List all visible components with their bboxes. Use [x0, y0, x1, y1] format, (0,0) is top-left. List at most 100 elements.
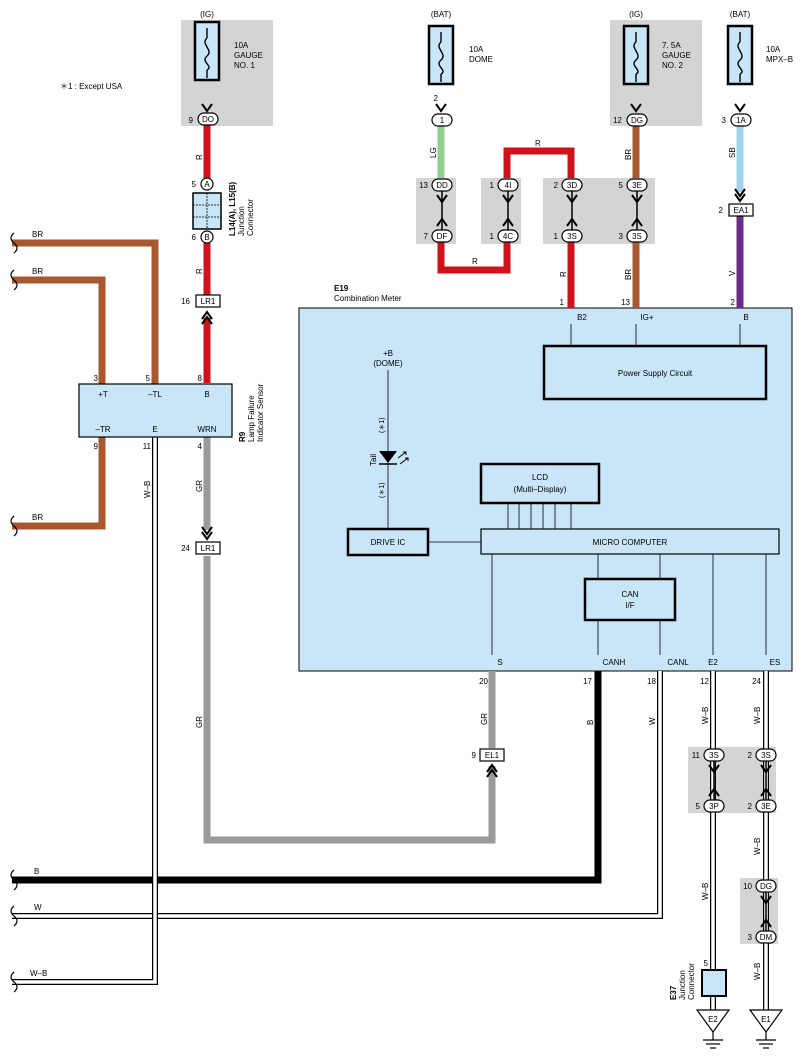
svg-text:DRIVE IC: DRIVE IC — [371, 538, 406, 547]
svg-text:R: R — [535, 139, 541, 148]
svg-text:13: 13 — [621, 298, 630, 307]
junction-connectors — [431, 178, 777, 944]
svg-text:Junction: Junction — [678, 970, 687, 1000]
svg-text:MICRO COMPUTER: MICRO COMPUTER — [593, 538, 668, 547]
svg-text:BR: BR — [32, 513, 43, 522]
svg-text:Connector: Connector — [246, 199, 255, 236]
connector-1 — [431, 113, 453, 127]
svg-text:+T: +T — [98, 390, 108, 399]
svg-text:Combination Meter: Combination Meter — [334, 294, 402, 303]
svg-text:E37: E37 — [669, 985, 678, 1000]
micro-computer — [480, 528, 780, 555]
svg-text:IG+: IG+ — [640, 313, 653, 322]
svg-text:E19: E19 — [334, 284, 349, 293]
fuse-supply-label: (IG) — [200, 10, 214, 19]
svg-text:24: 24 — [181, 544, 190, 553]
svg-text:W–B: W–B — [753, 838, 762, 855]
svg-text:LCD: LCD — [532, 473, 548, 482]
svg-text:(DOME): (DOME) — [373, 359, 403, 368]
fuse-rating: 10A — [234, 41, 249, 50]
svg-text:W–B: W–B — [753, 707, 762, 724]
svg-text:GR: GR — [195, 480, 204, 492]
svg-text:CANH: CANH — [603, 658, 626, 667]
svg-text:2: 2 — [554, 181, 559, 190]
tail-led-icon — [379, 451, 397, 463]
junction-connector-l14: A 5 B 6 L14(A), L15(B) Junction Connecto… — [192, 177, 255, 244]
svg-text:(＊1): (＊1) — [379, 482, 386, 498]
connector-lr1-top: LR1 16 — [181, 294, 221, 325]
fuse-supply-label: (BAT) — [431, 10, 452, 19]
wire-red-dome — [437, 147, 575, 308]
svg-text:W–B: W–B — [701, 707, 710, 724]
svg-text:R: R — [559, 271, 568, 277]
fuse-gauge-no2: (IG) 7. 5A GAUGE NO. 2 12 — [613, 10, 691, 125]
svg-text:2: 2 — [731, 298, 736, 307]
svg-text:24: 24 — [752, 677, 761, 686]
svg-text:BR: BR — [32, 230, 43, 239]
svg-text:6: 6 — [192, 233, 197, 242]
svg-text:+B: +B — [383, 349, 393, 358]
pin-number: 12 — [613, 116, 622, 125]
svg-text:W: W — [34, 903, 42, 912]
wire-brown-r9 — [12, 239, 159, 530]
svg-text:–TR: –TR — [95, 425, 110, 434]
svg-text:A: A — [204, 180, 210, 189]
svg-text:Indicator Sensor: Indicator Sensor — [256, 383, 265, 442]
svg-text:1: 1 — [554, 232, 559, 241]
connector-1a — [730, 113, 752, 127]
fuse-name: GAUGE — [234, 51, 263, 60]
svg-text:LR1: LR1 — [201, 297, 216, 306]
combination-meter: E19 Combination Meter 1 13 2 B2 IG+ B Po… — [334, 284, 780, 686]
svg-text:B: B — [586, 720, 595, 725]
connector-el1: EL1 9 — [472, 748, 505, 778]
svg-text:5: 5 — [192, 180, 197, 189]
svg-text:Junction: Junction — [237, 206, 246, 236]
svg-text:W–B: W–B — [701, 883, 710, 900]
svg-text:DF: DF — [437, 232, 448, 241]
svg-text:E2: E2 — [708, 1015, 718, 1024]
svg-text:4C: 4C — [503, 232, 513, 241]
svg-text:4: 4 — [198, 442, 203, 451]
fuse-rating: 10A — [766, 45, 781, 54]
svg-text:17: 17 — [583, 677, 592, 686]
svg-text:20: 20 — [479, 677, 488, 686]
fuse-supply-label: (BAT) — [730, 10, 751, 19]
svg-text:ES: ES — [770, 658, 781, 667]
fuse-supply-label: (IG) — [629, 10, 643, 19]
svg-text:5: 5 — [146, 374, 151, 383]
fuse-name: GAUGE — [662, 51, 691, 60]
svg-text:W–B: W–B — [753, 963, 762, 980]
fuse-gauge-no1: (IG) 10A GAUGE NO. 1 9 — [189, 10, 263, 125]
svg-text:1: 1 — [490, 232, 495, 241]
svg-text:E: E — [152, 425, 157, 434]
svg-text:Connector: Connector — [687, 963, 696, 1000]
svg-text:5: 5 — [696, 802, 701, 811]
junction-connector-e37: 5 E37 Junction Connector — [669, 959, 727, 1000]
svg-text:13: 13 — [419, 181, 428, 190]
svg-text:3S: 3S — [761, 751, 771, 760]
svg-text:R: R — [472, 257, 478, 266]
connector-dg — [626, 113, 648, 127]
fuse-name: MPX–B — [766, 55, 793, 64]
svg-text:B2: B2 — [577, 313, 587, 322]
svg-text:E1: E1 — [761, 1015, 771, 1024]
wire-gray-gr — [203, 437, 496, 844]
svg-text:CANL: CANL — [667, 658, 689, 667]
wire-break-marks — [10, 232, 18, 993]
svg-text:1: 1 — [560, 298, 565, 307]
svg-text:(Multi–Display): (Multi–Display) — [514, 485, 567, 494]
svg-text:B: B — [204, 233, 209, 242]
svg-text:9: 9 — [94, 442, 99, 451]
svg-text:2: 2 — [719, 206, 724, 215]
svg-text:GR: GR — [195, 716, 204, 728]
svg-text:B: B — [204, 390, 209, 399]
svg-text:7: 7 — [424, 232, 429, 241]
svg-text:E2: E2 — [708, 658, 718, 667]
svg-text:DM: DM — [760, 933, 773, 942]
svg-text:L14(A), L15(B): L14(A), L15(B) — [228, 181, 237, 236]
svg-text:I/F: I/F — [625, 601, 634, 610]
svg-text:11: 11 — [143, 442, 152, 451]
pin-number: 3 — [722, 116, 727, 125]
svg-text:Tail: Tail — [369, 454, 378, 466]
